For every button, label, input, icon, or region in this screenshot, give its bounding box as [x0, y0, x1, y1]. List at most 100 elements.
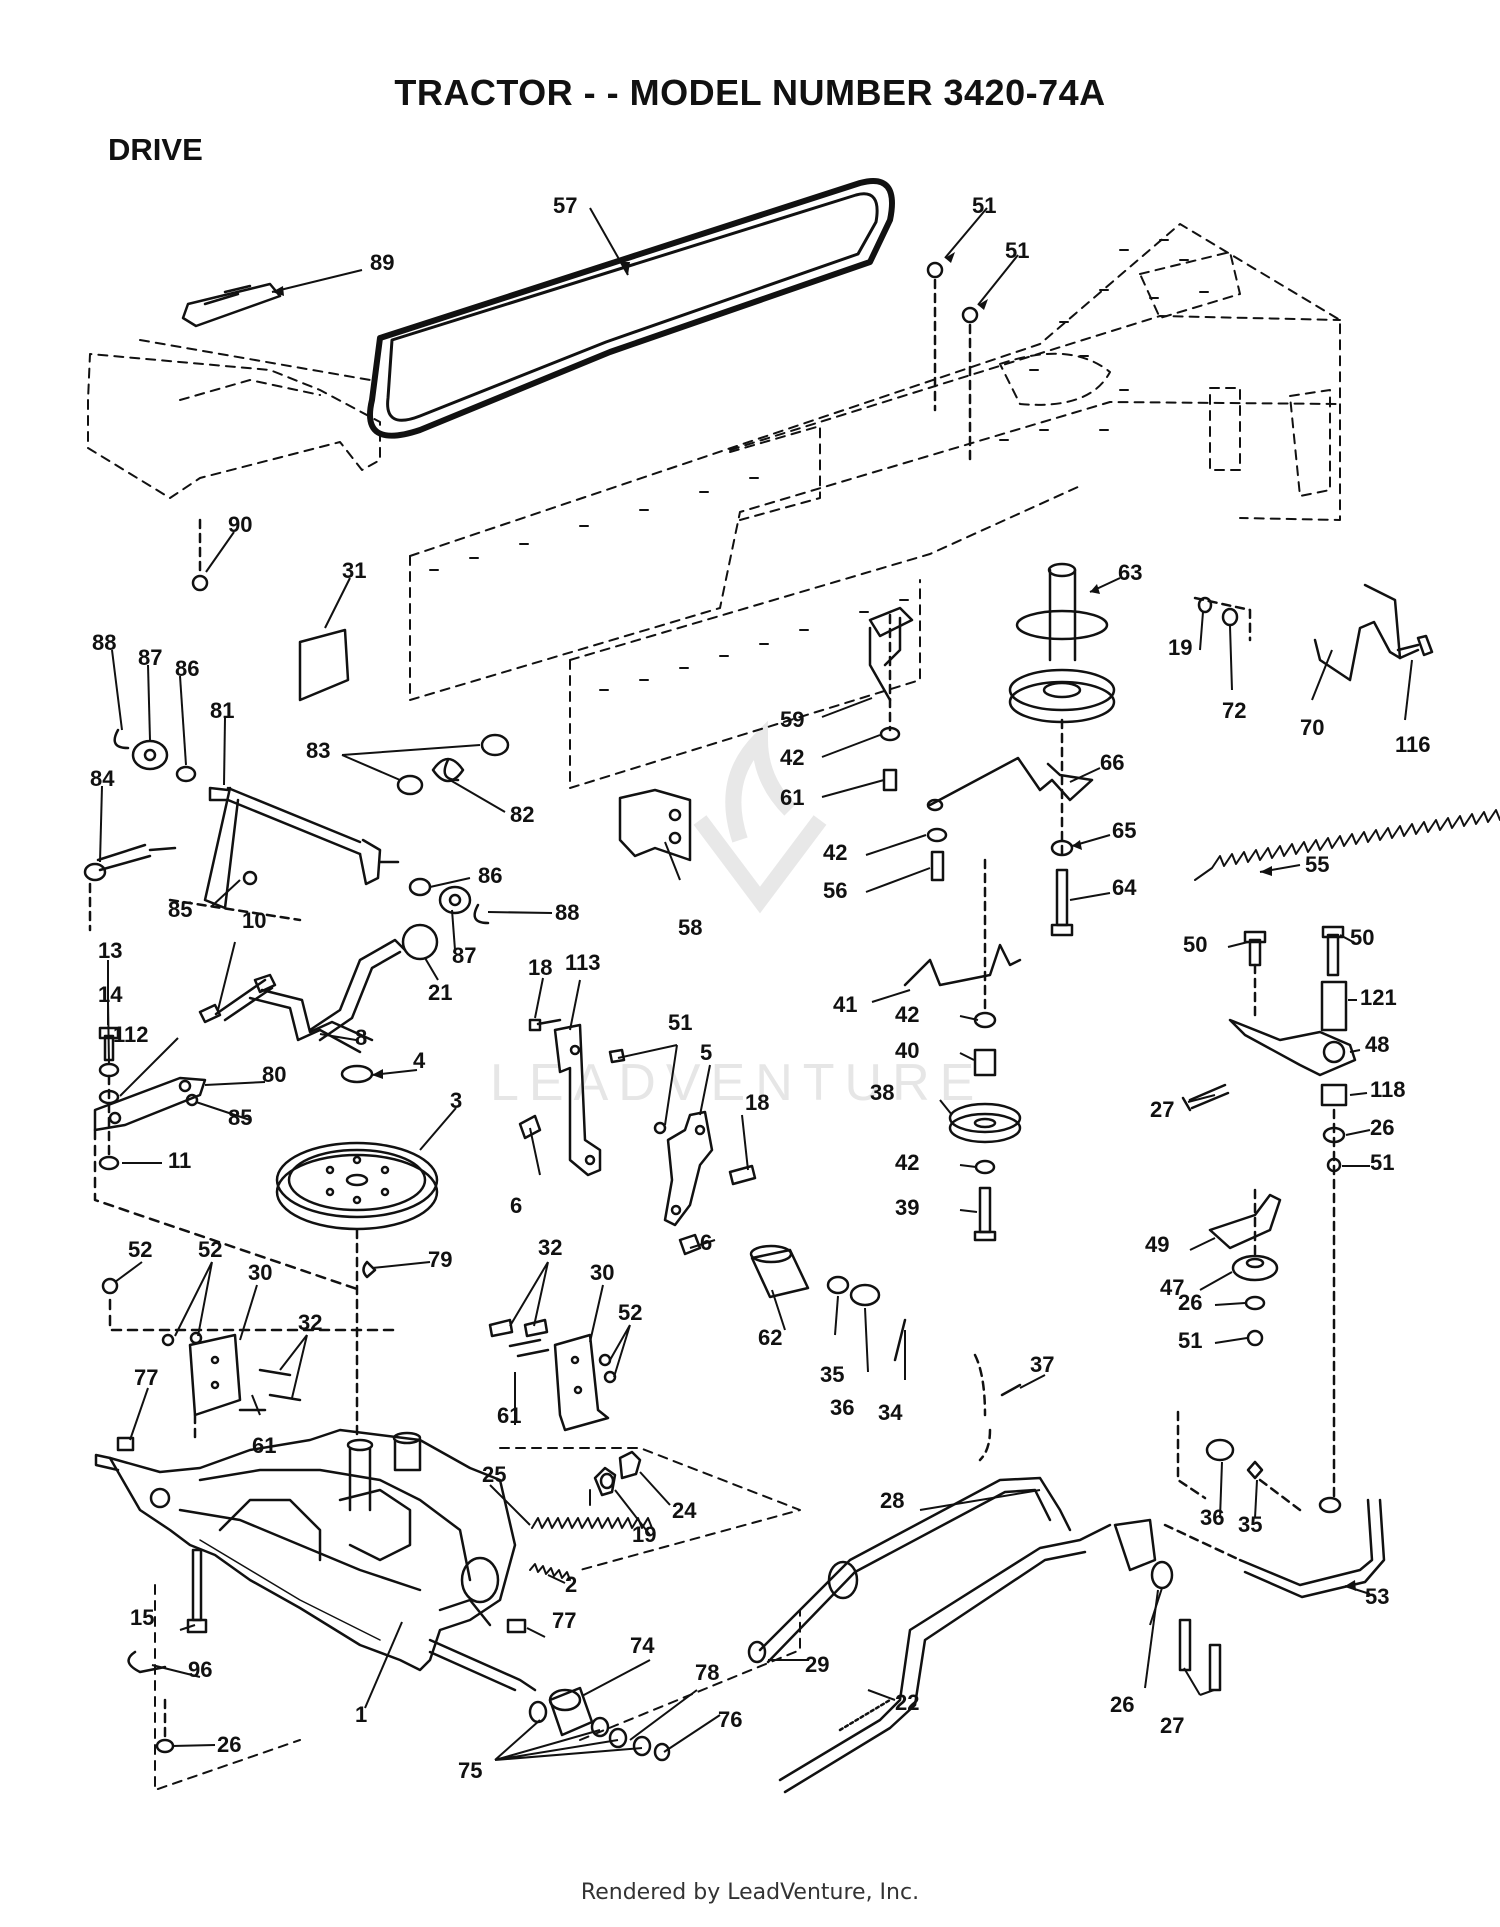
- callout-49: 49: [1145, 1232, 1169, 1257]
- callout-53: 53: [1365, 1584, 1389, 1609]
- hood-frame-outline: [87, 339, 381, 499]
- rod-segment: [893, 1318, 1022, 1462]
- callout-35: 35: [1238, 1512, 1262, 1537]
- callout-26: 26: [1110, 1692, 1134, 1717]
- shift-lever: [198, 923, 439, 1054]
- callout-42: 42: [895, 1150, 919, 1175]
- callout-42: 42: [823, 840, 847, 865]
- center-support-bracket: [608, 1048, 757, 1256]
- callout-8: 8: [355, 1025, 367, 1050]
- callout-1: 1: [355, 1702, 367, 1727]
- drive-belt: [367, 178, 895, 439]
- callout-21: 21: [428, 980, 452, 1005]
- callout-32: 32: [298, 1310, 322, 1335]
- center-mounting-plate: [488, 1318, 617, 1432]
- callout-47: 47: [1160, 1275, 1184, 1300]
- callout-61: 61: [497, 1403, 521, 1428]
- lower-idler-assembly: [903, 858, 1022, 1242]
- callout-85: 85: [168, 897, 192, 922]
- brake-rod: [1163, 1496, 1386, 1599]
- callout-116: 116: [1395, 732, 1431, 757]
- callout-64: 64: [1112, 875, 1137, 900]
- shift-rod-end: [83, 843, 302, 932]
- mounting-bracket: [618, 788, 692, 862]
- spacer-and-washers: [749, 1244, 881, 1307]
- callout-34: 34: [878, 1400, 903, 1425]
- callout-112: 112: [113, 1022, 149, 1047]
- wire-bracket: [1313, 583, 1420, 682]
- callout-24: 24: [672, 1498, 697, 1523]
- washers-top-right: [1193, 596, 1252, 642]
- callout-80: 80: [262, 1062, 286, 1087]
- callout-2: 2: [565, 1572, 577, 1597]
- spring-clip-assembly: [396, 733, 510, 796]
- drive-rods: [747, 1476, 1112, 1794]
- callout-88: 88: [555, 900, 579, 925]
- transaxle-pulley: [275, 1064, 439, 1442]
- bell-crank-assembly: [1113, 1410, 1302, 1692]
- callout-26: 26: [1370, 1115, 1394, 1140]
- callout-82: 82: [510, 802, 534, 827]
- frame-holes: [429, 239, 1209, 691]
- idler-bolt-left: [926, 827, 948, 882]
- callout-6: 6: [510, 1193, 522, 1218]
- callout-78: 78: [695, 1660, 719, 1685]
- callout-84: 84: [90, 766, 115, 791]
- idler-pulley-assembly: [1008, 562, 1116, 862]
- callout-3: 3: [450, 1088, 462, 1113]
- callout-89: 89: [370, 250, 394, 275]
- callout-85: 85: [228, 1105, 252, 1130]
- leader-arrowheads: [272, 252, 1356, 1591]
- callout-42: 42: [895, 1002, 919, 1027]
- callout-113: 113: [565, 950, 601, 975]
- callout-59: 59: [780, 707, 804, 732]
- callout-51: 51: [972, 193, 996, 218]
- callout-10: 10: [242, 908, 266, 933]
- transaxle-guide-lines: [154, 1447, 801, 1791]
- callout-90: 90: [228, 512, 252, 537]
- callout-38: 38: [870, 1080, 894, 1105]
- callout-50: 50: [1350, 925, 1374, 950]
- linkage-plate-assembly: [93, 1026, 362, 1292]
- callout-40: 40: [895, 1038, 919, 1063]
- callout-62: 62: [758, 1325, 782, 1350]
- hairpin-and-washer: [127, 1650, 175, 1754]
- callout-57: 57: [553, 193, 577, 218]
- linkage-washers: [408, 877, 490, 925]
- spacer-and-nut: [593, 1450, 642, 1497]
- idler-bracket-left: [868, 606, 914, 792]
- left-support-bracket: [518, 1018, 602, 1177]
- callout-76: 76: [718, 1707, 742, 1732]
- callout-72: 72: [1222, 698, 1246, 723]
- console-plate: [181, 282, 282, 328]
- neutral-spring-assembly: [531, 1489, 653, 1529]
- callout-87: 87: [452, 943, 476, 968]
- callout-51: 51: [1178, 1328, 1202, 1353]
- callout-18: 18: [745, 1090, 769, 1115]
- callout-36: 36: [830, 1395, 854, 1420]
- callout-29: 29: [805, 1652, 829, 1677]
- callout-52: 52: [618, 1300, 642, 1325]
- callout-32: 32: [538, 1235, 562, 1260]
- callout-26: 26: [1178, 1290, 1202, 1315]
- callout-25: 25: [482, 1462, 506, 1487]
- chassis-frame-outline: [409, 223, 1341, 789]
- callout-13: 13: [98, 938, 122, 963]
- callout-52: 52: [198, 1237, 222, 1262]
- callout-36: 36: [1200, 1505, 1224, 1530]
- callout-18: 18: [528, 955, 552, 980]
- callout-51: 51: [668, 1010, 692, 1035]
- callout-27: 27: [1150, 1097, 1174, 1122]
- idler-bolt-center: [1050, 839, 1074, 937]
- callout-22: 22: [895, 1690, 919, 1715]
- heat-shield: [298, 628, 350, 702]
- callout-35: 35: [820, 1362, 844, 1387]
- callout-5: 5: [700, 1040, 712, 1065]
- axle-keys: [116, 1436, 527, 1634]
- callout-28: 28: [880, 1488, 904, 1513]
- callout-26: 26: [217, 1732, 241, 1757]
- callout-83: 83: [306, 738, 330, 763]
- callout-51: 51: [1370, 1150, 1394, 1175]
- callout-86: 86: [175, 656, 199, 681]
